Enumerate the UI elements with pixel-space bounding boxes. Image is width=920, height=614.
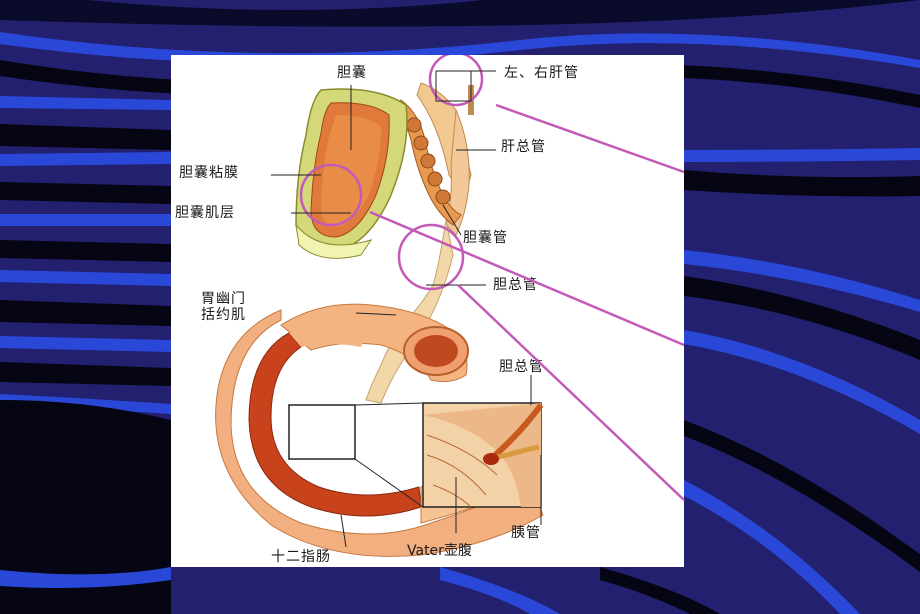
label-gallbladder: 胆囊 xyxy=(337,65,367,81)
cystic-duct xyxy=(392,99,462,226)
label-gallbladder-mucosa: 胆囊粘膜 xyxy=(179,165,239,181)
label-cystic-duct: 胆囊管 xyxy=(463,230,508,246)
label-pancreatic-duct: 胰管 xyxy=(511,525,541,541)
label-common-bile-duct: 胆总管 xyxy=(493,277,538,293)
label-vater-ampulla: Vater壶腹 xyxy=(407,543,472,559)
anatomy-figure: 胆囊 左、右肝管 肝总管 胆囊粘膜 胆囊肌层 胆囊管 胆总管 胃幽门 括约肌 胆… xyxy=(171,55,684,567)
biliary-anatomy-illustration xyxy=(215,55,544,557)
label-left-right-hepatic-duct: 左、右肝管 xyxy=(504,65,579,81)
label-duodenum: 十二指肠 xyxy=(271,549,331,565)
label-common-bile-duct-2: 胆总管 xyxy=(499,359,544,375)
gallbladder-organ xyxy=(295,88,408,259)
label-pyloric-sphincter: 胃幽门 括约肌 xyxy=(201,291,246,323)
label-common-hepatic-duct: 肝总管 xyxy=(501,139,546,155)
label-gallbladder-muscle: 胆囊肌层 xyxy=(175,205,235,221)
